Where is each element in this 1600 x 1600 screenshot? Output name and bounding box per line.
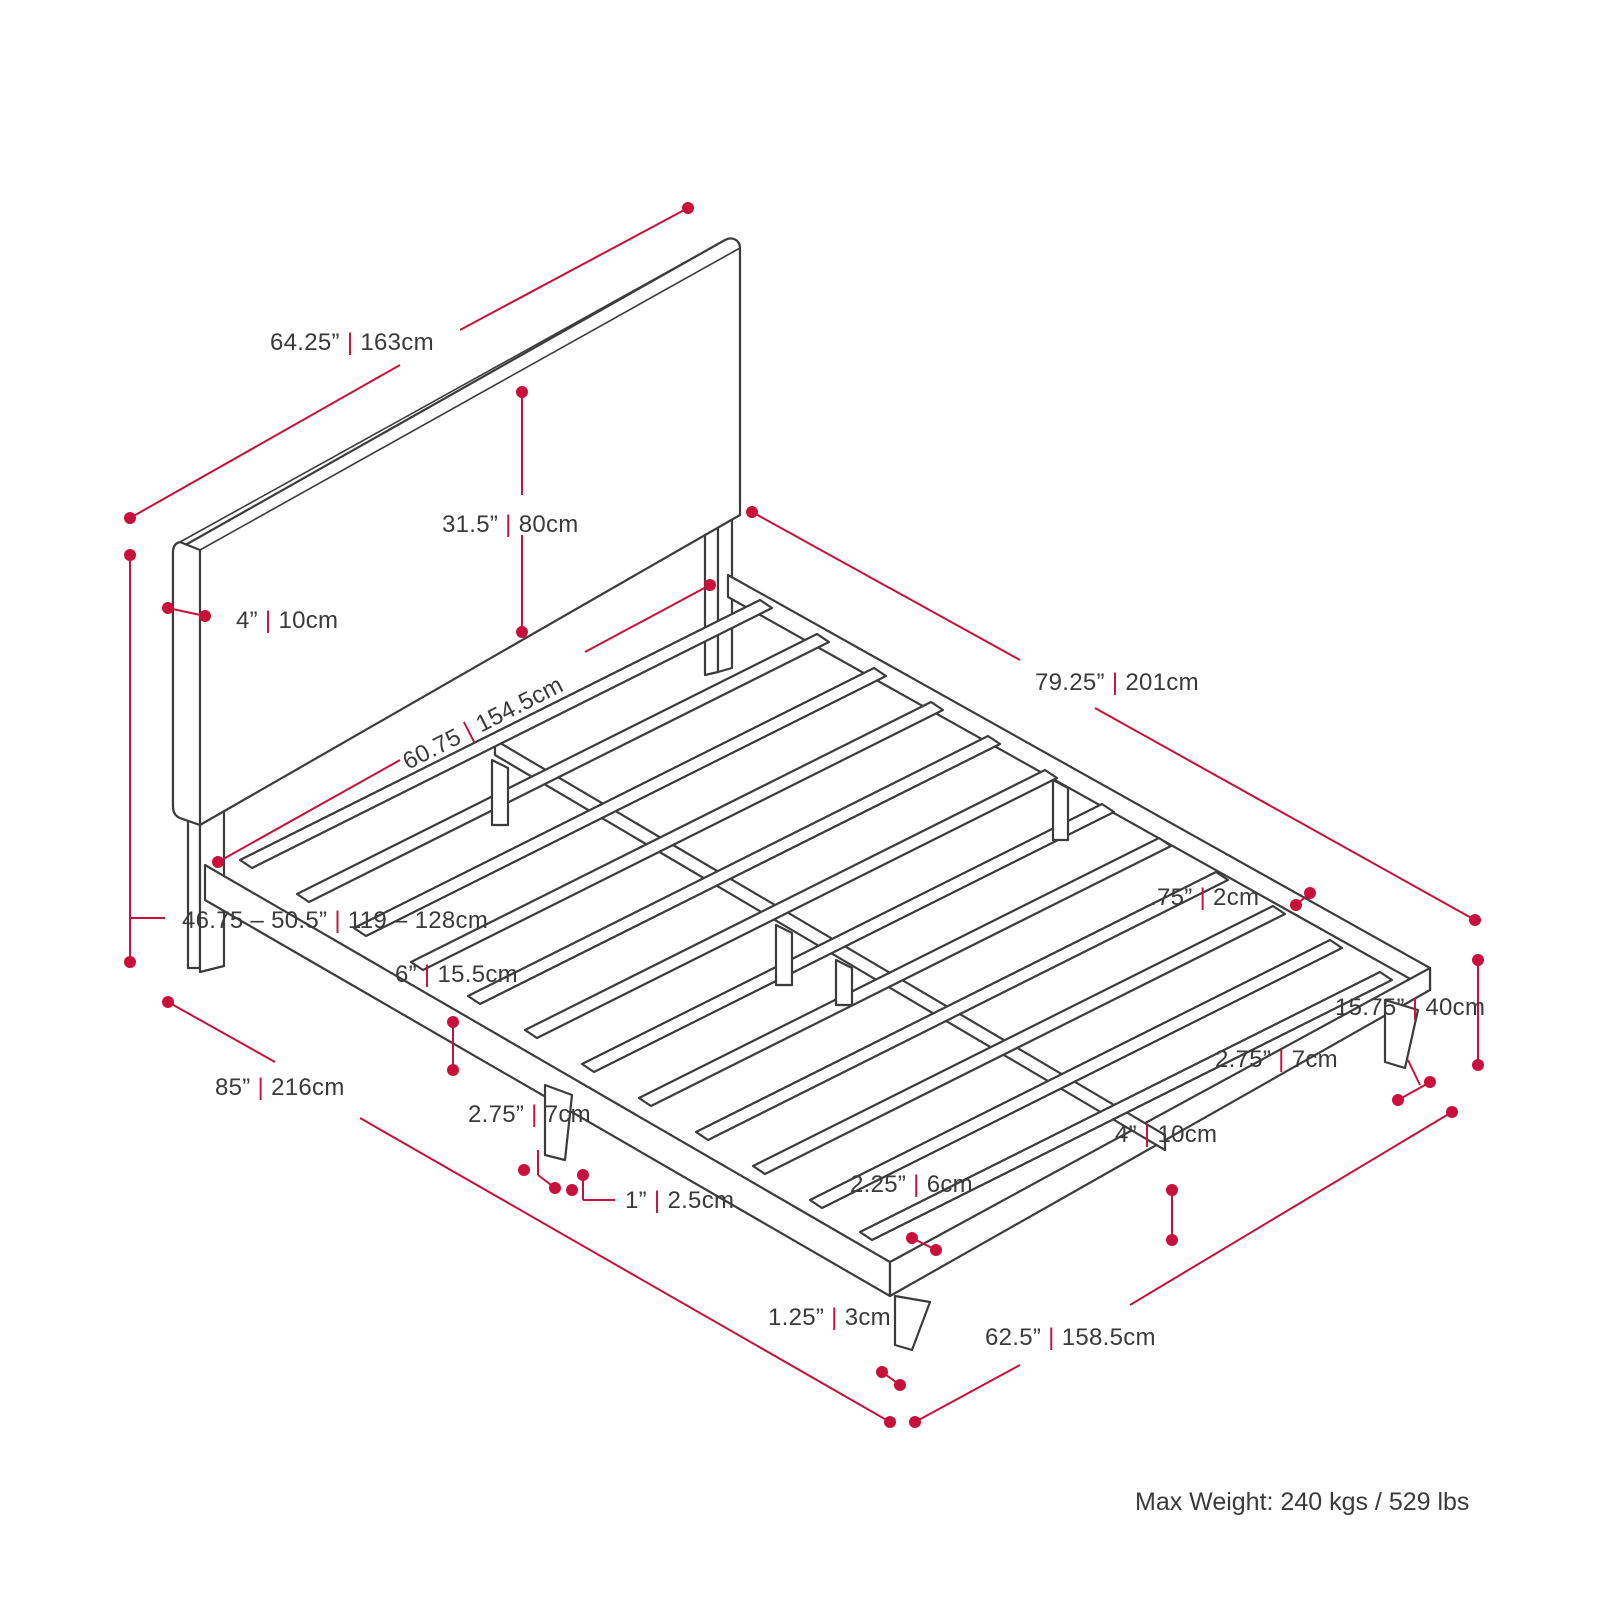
max-weight-caption: Max Weight: 240 kgs / 529 lbs xyxy=(1135,1488,1469,1516)
label-center-leg: 4” | 10cm xyxy=(1115,1121,1217,1148)
foot-legs xyxy=(543,998,1420,1352)
label-slat-gap: .75” | 2cm xyxy=(1150,884,1259,911)
label-total-length: 85” | 216cm xyxy=(215,1074,345,1101)
label-leg-width-right: 2.75” | 7cm xyxy=(1215,1046,1338,1073)
slats xyxy=(238,598,1394,1242)
label-headboard-width: 64.25” | 163cm xyxy=(270,329,434,356)
bed-drawing xyxy=(171,237,1432,1352)
headboard xyxy=(171,237,742,827)
label-total-height: 46.75 – 50.5” | 119 – 128cm xyxy=(182,907,488,934)
label-headboard-depth: 4” | 10cm xyxy=(236,607,338,634)
right-side-rail xyxy=(726,573,1432,992)
label-slat-width: 2.25” | 6cm xyxy=(850,1171,973,1198)
label-leg-width-left: 2.75” | 7cm xyxy=(468,1101,591,1128)
label-total-width: 62.5” | 158.5cm xyxy=(985,1324,1156,1351)
label-side-rail-height: 6” | 15.5cm xyxy=(395,961,518,988)
label-leg-thickness: 1” | 2.5cm xyxy=(625,1187,734,1214)
label-headboard-height: 31.5” | 80cm xyxy=(442,511,579,538)
label-rail-thickness: 1.25” | 3cm xyxy=(768,1304,891,1331)
center-legs xyxy=(490,758,1070,1007)
dimension-lines xyxy=(124,202,1484,1428)
label-side-length: 79.25” | 201cm xyxy=(1035,669,1199,696)
label-side-height: 15.75” | 40cm xyxy=(1335,994,1485,1021)
